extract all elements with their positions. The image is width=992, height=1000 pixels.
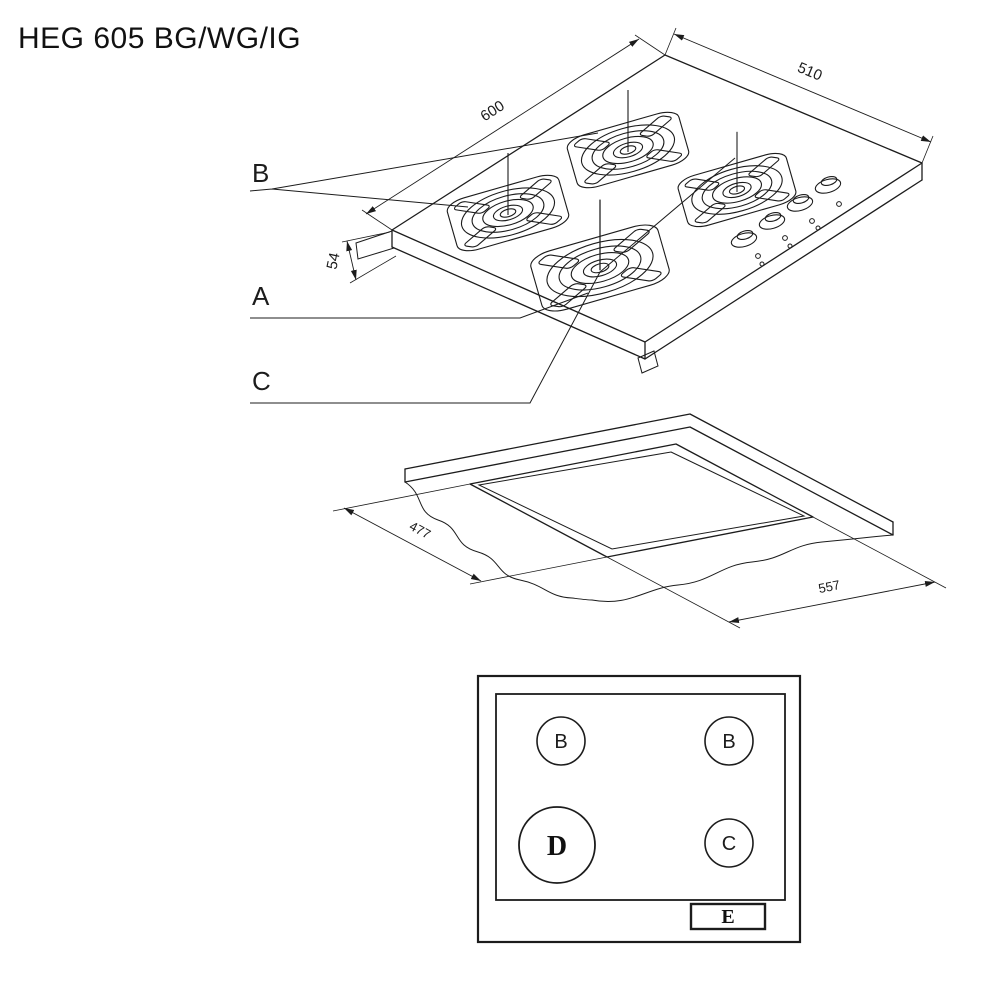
model-title: HEG 605 BG/WG/IG xyxy=(18,22,302,55)
schematic-outer-frame xyxy=(476,674,802,944)
schematic-label-top-left: B xyxy=(554,731,567,753)
schematic-burner-bottom-left-large xyxy=(518,806,596,884)
knob-1 xyxy=(729,228,759,251)
control-knobs xyxy=(729,174,843,251)
cutout-opening-outer xyxy=(469,443,814,558)
dim-height-label: 54 xyxy=(324,251,344,271)
dimension-477: 477 xyxy=(332,483,608,585)
burner-front-center-large xyxy=(527,198,673,317)
knob-4 xyxy=(813,174,843,197)
dim-cutout-width-label: 557 xyxy=(817,577,841,596)
cutout-opening-inner xyxy=(477,451,806,550)
burner-layout-schematic: B B D C E xyxy=(476,674,802,944)
schematic-burner-bottom-right xyxy=(704,818,754,868)
dim-depth-label: 510 xyxy=(795,59,825,84)
schematic-label-bottom-right: C xyxy=(722,833,736,855)
leader-line-c xyxy=(250,157,736,404)
schematic-burner-top-right xyxy=(704,716,754,766)
part-label-a: A xyxy=(252,281,270,311)
dimension-510: 510 xyxy=(664,27,934,164)
leader-line-a xyxy=(250,292,589,319)
schematic-label-top-right: B xyxy=(722,731,735,753)
dim-cutout-depth-label: 477 xyxy=(407,518,433,541)
burner-rear-center xyxy=(564,89,692,193)
dimension-54: 54 xyxy=(324,231,397,284)
front-foot xyxy=(637,350,659,374)
mounting-bracket xyxy=(355,230,395,260)
dimension-600: 600 xyxy=(361,34,666,231)
schematic-glass-area xyxy=(495,693,786,901)
part-label-b: B xyxy=(252,158,269,188)
worktop-cutout-view: 477 557 xyxy=(332,413,947,629)
part-label-c: C xyxy=(252,366,271,396)
knob-2 xyxy=(757,210,787,233)
worktop-top-edges xyxy=(404,413,894,523)
burner-left xyxy=(444,152,572,256)
hob-glass-surface xyxy=(391,54,923,343)
control-panel-label: E xyxy=(721,906,734,928)
dim-width-label: 600 xyxy=(477,97,507,125)
worktop-thickness-edges xyxy=(404,426,894,536)
dimension-557: 557 xyxy=(606,516,947,629)
schematic-label-bottom-left: D xyxy=(547,831,567,862)
knob-3 xyxy=(785,192,815,215)
isometric-hob-view: B A C 600 510 xyxy=(249,27,934,404)
igniter-dots xyxy=(755,201,842,267)
control-panel-box xyxy=(689,902,767,931)
schematic-burner-top-left xyxy=(536,716,586,766)
leader-lines-b xyxy=(249,132,599,208)
